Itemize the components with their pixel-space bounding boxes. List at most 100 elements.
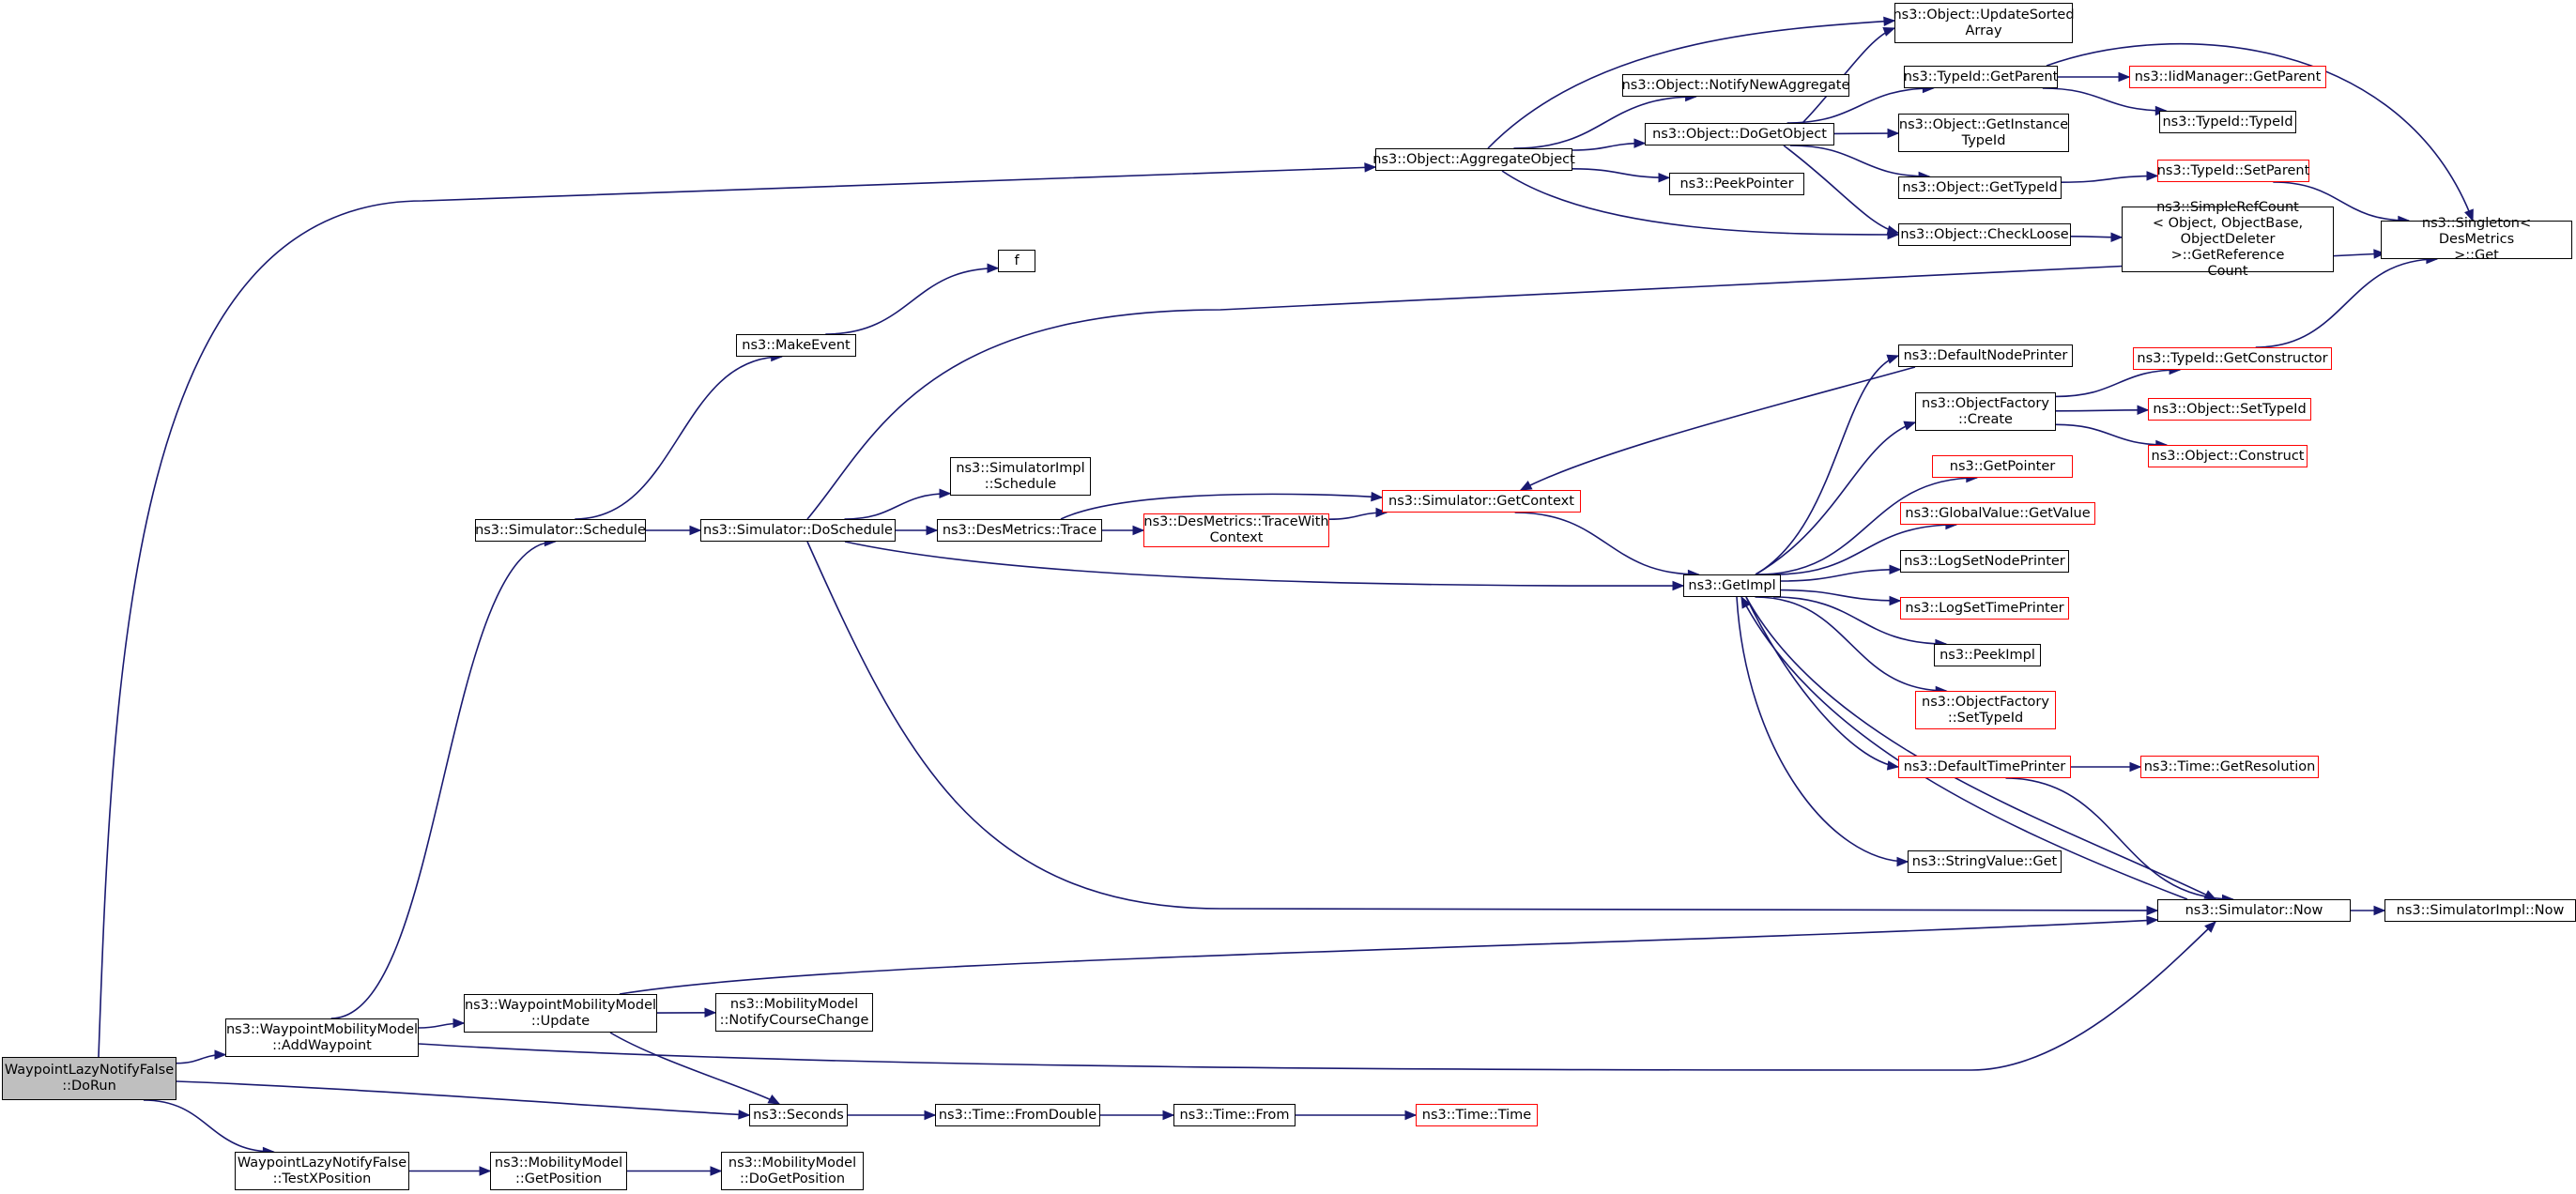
- arrowhead-defaultTimePrinter-to-timeGetResolution: [2129, 761, 2142, 773]
- node-peek-pointer[interactable]: ns3::PeekPointer: [1669, 173, 1804, 195]
- node-type-id-get-parent[interactable]: ns3::TypeId::GetParent: [1904, 66, 2058, 88]
- node-add-waypoint[interactable]: ns3::WaypointMobilityModel ::AddWaypoint: [225, 1018, 419, 1057]
- node-string-value-get[interactable]: ns3::StringValue::Get: [1908, 850, 2062, 873]
- node-obj-construct[interactable]: ns3::Object::Construct: [2148, 445, 2308, 467]
- node-wmm-update[interactable]: ns3::WaypointMobilityModel ::Update: [464, 994, 657, 1033]
- edge-defaultTimePrinter-to-simNow: [2005, 777, 2233, 900]
- node-seconds[interactable]: ns3::Seconds: [749, 1104, 848, 1126]
- node-log-set-time-printer[interactable]: ns3::LogSetTimePrinter: [1900, 597, 2069, 620]
- arrowhead-traceWithContext-to-getContext: [1375, 507, 1388, 518]
- node-update-sorted-array[interactable]: ns3::Object::UpdateSorted Array: [1893, 3, 2075, 43]
- node-type-id-type-id[interactable]: ns3::TypeId::TypeId: [2159, 111, 2296, 133]
- node-singleton-get[interactable]: ns3::Singleton< DesMetrics >::Get: [2381, 216, 2572, 263]
- node-obj-get-type-id[interactable]: ns3::Object::GetTypeId: [1898, 176, 2062, 199]
- arrowhead-testXPosition-to-mmGetPosition: [479, 1166, 492, 1176]
- node-time-time[interactable]: ns3::Time::Time: [1416, 1104, 1538, 1126]
- edge-getConstructor-to-singletonGet: [2255, 258, 2437, 348]
- node-des-trace[interactable]: ns3::DesMetrics::Trace: [937, 519, 1102, 542]
- node-default-node-printer[interactable]: ns3::DefaultNodePrinter: [1898, 344, 2073, 367]
- node-sim-schedule[interactable]: ns3::Simulator::Schedule: [475, 519, 646, 542]
- node-do-run[interactable]: WaypointLazyNotifyFalse ::DoRun: [2, 1057, 176, 1100]
- node-peek-impl[interactable]: ns3::PeekImpl: [1934, 644, 2041, 666]
- edge-getImpl-to-logSetTimePrinter: [1780, 589, 1901, 602]
- edge-getContext-to-getImpl: [1514, 512, 1699, 575]
- edge-typeIdSetParent-to-singletonGet: [2273, 181, 2409, 222]
- node-sim-now[interactable]: ns3::Simulator::Now: [2157, 899, 2351, 922]
- node-iid-get-parent[interactable]: ns3::IidManager::GetParent: [2129, 66, 2326, 88]
- arrowhead-aggregateObject-to-doGetObject: [1633, 138, 1647, 148]
- arrowhead-doSchedule-to-getImpl: [1672, 580, 1685, 591]
- edge-doSchedule-to-simImplSchedule: [844, 492, 951, 520]
- node-sim-impl-schedule[interactable]: ns3::SimulatorImpl ::Schedule: [950, 457, 1091, 496]
- edge-doSchedule-to-singletonGet: [806, 253, 2385, 520]
- arrowhead-desTrace-to-getContext: [1371, 491, 1384, 502]
- node-default-time-printer[interactable]: ns3::DefaultTimePrinter: [1898, 756, 2071, 778]
- arrowhead-simNow-to-simImplNow: [2373, 905, 2386, 916]
- arrowhead-wmmUpdate-to-simNow: [2146, 915, 2159, 926]
- edge-wmmUpdate-to-seconds: [609, 1032, 780, 1105]
- node-mm-get-position[interactable]: ns3::MobilityModel ::GetPosition: [490, 1152, 627, 1190]
- arrowhead-makeEvent-to-f: [987, 263, 1000, 273]
- edge-getImpl-to-getPointer: [1757, 477, 1977, 575]
- edge-getImpl-to-defaultNodePrinter: [1755, 355, 1899, 575]
- node-do-get-object[interactable]: ns3::Object::DoGetObject: [1645, 123, 1834, 145]
- arrowhead-doSchedule-to-simImplSchedule: [939, 488, 952, 498]
- edge-ofCreate-to-objConstruct: [2055, 423, 2167, 446]
- edge-simSchedule-to-makeEvent: [575, 356, 782, 520]
- node-f[interactable]: f: [998, 250, 1035, 272]
- node-time-from-double[interactable]: ns3::Time::FromDouble: [935, 1104, 1100, 1126]
- node-simple-ref-count[interactable]: ns3::SimpleRefCount < Object, ObjectBase…: [2122, 200, 2334, 279]
- edge-getImpl-to-peekImpl: [1773, 596, 1946, 645]
- node-do-schedule[interactable]: ns3::Simulator::DoSchedule: [700, 519, 896, 542]
- node-mm-do-get-position[interactable]: ns3::MobilityModel ::DoGetPosition: [721, 1152, 864, 1190]
- arrowhead-timeFrom-to-timeTime: [1404, 1110, 1418, 1121]
- node-time-get-resolution[interactable]: ns3::Time::GetResolution: [2140, 756, 2319, 778]
- edge-typeIdGetParent-to-singletonGet: [2046, 42, 2474, 222]
- arrowhead-doSchedule-to-singletonGet: [2373, 249, 2386, 259]
- node-make-event[interactable]: ns3::MakeEvent: [736, 334, 856, 357]
- edge-aggregateObject-to-doGetObject: [1572, 142, 1646, 151]
- arrowhead-timeFromDouble-to-timeFrom: [1162, 1110, 1175, 1121]
- node-of-set-type-id[interactable]: ns3::ObjectFactory ::SetTypeId: [1915, 691, 2056, 729]
- edge-aggregateObject-to-notifyNewAggregate: [1513, 96, 1696, 149]
- edge-doGetObject-to-typeIdGetParent: [1786, 87, 1934, 124]
- edge-getImpl-to-stringValueGet: [1736, 596, 1909, 863]
- edge-getImpl-to-defaultTimePrinter: [1745, 596, 1899, 768]
- node-set-type-id[interactable]: ns3::Object::SetTypeId: [2148, 398, 2311, 421]
- node-mm-notify-course-change[interactable]: ns3::MobilityModel ::NotifyCourseChange: [715, 993, 873, 1032]
- arrowhead-typeIdGetParent-to-iidGetParent: [2118, 71, 2131, 83]
- edge-doGetObject-to-checkLoose: [1783, 145, 1899, 234]
- node-get-context[interactable]: ns3::Simulator::GetContext: [1382, 490, 1581, 513]
- arrowhead-getImpl-to-logSetTimePrinter: [1889, 595, 1902, 606]
- edge-wmmUpdate-to-simNow: [619, 919, 2158, 995]
- edge-aggregateObject-to-updateSortedArray: [1487, 20, 1895, 149]
- edge-defaultNodePrinter-to-getContext: [1520, 366, 1916, 491]
- edge-getImpl-to-gvGetValue: [1773, 524, 1956, 575]
- node-sim-impl-now[interactable]: ns3::SimulatorImpl::Now: [2384, 899, 2576, 922]
- node-get-pointer[interactable]: ns3::GetPointer: [1932, 455, 2073, 478]
- arrowhead-addWaypoint-to-simNow: [2204, 921, 2216, 933]
- node-of-create[interactable]: ns3::ObjectFactory ::Create: [1915, 392, 2056, 431]
- arrowhead-getImpl-to-ofCreate: [1903, 421, 1917, 431]
- edge-getImpl-to-ofCreate: [1755, 421, 1916, 575]
- node-type-id-set-parent[interactable]: ns3::TypeId::SetParent: [2157, 160, 2309, 182]
- node-check-loose[interactable]: ns3::Object::CheckLoose: [1898, 223, 2071, 246]
- arrowhead-getImpl-to-defaultTimePrinter: [1886, 760, 1900, 771]
- node-get-constructor[interactable]: ns3::TypeId::GetConstructor: [2133, 347, 2332, 370]
- node-notify-new-aggregate[interactable]: ns3::Object::NotifyNewAggregate: [1622, 74, 1849, 97]
- node-gv-get-value[interactable]: ns3::GlobalValue::GetValue: [1900, 502, 2095, 525]
- arrowhead-typeIdGetParent-to-singletonGet: [2464, 208, 2474, 222]
- arrowhead-addWaypoint-to-wmmUpdate: [452, 1018, 466, 1029]
- edge-doRun-to-aggregateObject: [98, 166, 1376, 1058]
- edge-typeIdGetParent-to-typeIdTypeId: [2042, 87, 2167, 112]
- node-get-impl[interactable]: ns3::GetImpl: [1683, 574, 1781, 597]
- node-test-x-position[interactable]: WaypointLazyNotifyFalse ::TestXPosition: [235, 1152, 409, 1190]
- node-log-set-node-printer[interactable]: ns3::LogSetNodePrinter: [1900, 550, 2069, 573]
- edge-doRun-to-testXPosition: [143, 1099, 274, 1153]
- arrowhead-getImpl-to-stringValueGet: [1896, 856, 1909, 867]
- node-aggregate-object[interactable]: ns3::Object::AggregateObject: [1372, 148, 1575, 171]
- node-time-from[interactable]: ns3::Time::From: [1173, 1104, 1296, 1126]
- node-trace-with-context[interactable]: ns3::DesMetrics::TraceWith Context: [1143, 513, 1329, 547]
- arrowhead-doGetObject-to-getInstanceTypeId: [1887, 128, 1900, 139]
- node-get-instance-type-id[interactable]: ns3::Object::GetInstance TypeId: [1898, 114, 2069, 152]
